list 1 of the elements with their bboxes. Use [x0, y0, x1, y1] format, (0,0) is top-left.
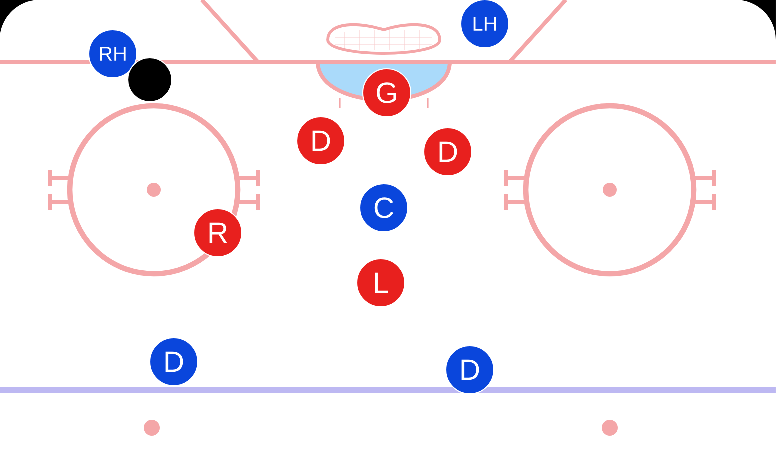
- puck: [127, 57, 173, 103]
